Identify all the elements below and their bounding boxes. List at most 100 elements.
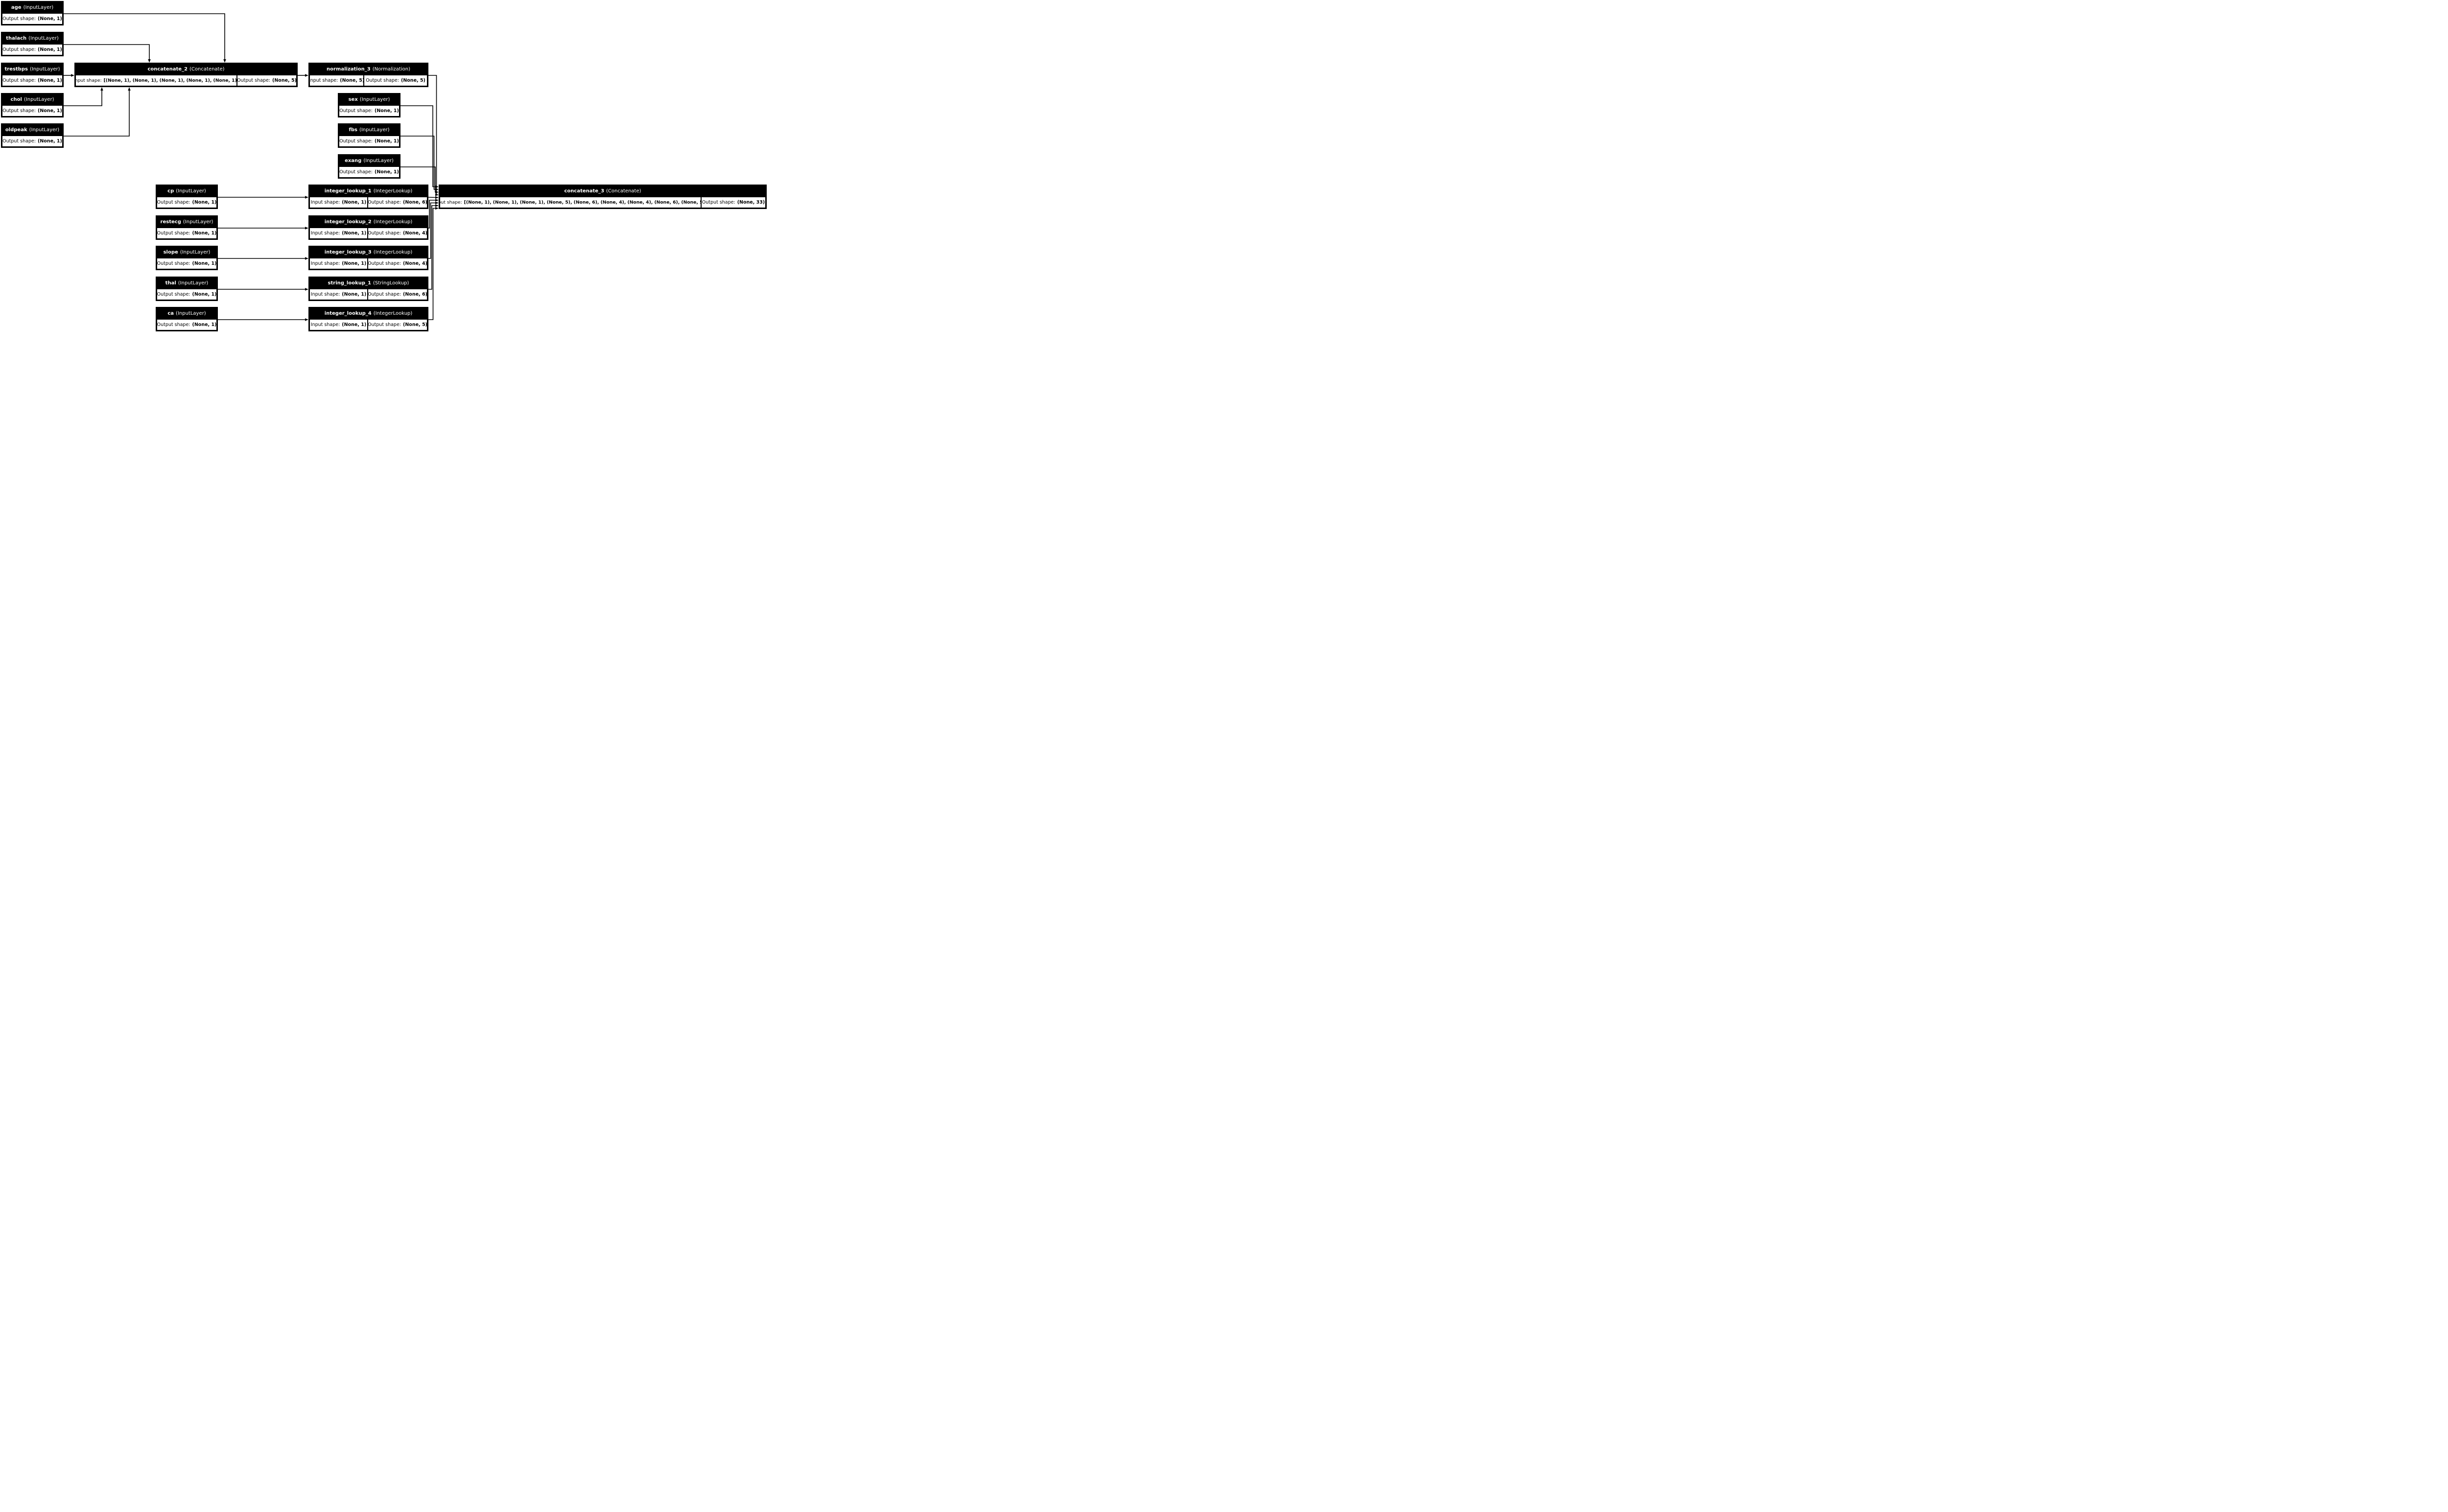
layer-normalization_3: normalization_3(Normalization) Input sha… xyxy=(308,63,428,87)
layer-title: sex(InputLayer) xyxy=(348,97,390,102)
layer-title: ca(InputLayer) xyxy=(167,311,206,316)
arrowhead-oldpeak-to-concatenate_2 xyxy=(128,87,131,91)
arrowhead-sex-to-concatenate_3 xyxy=(435,185,439,188)
arrowhead-fbs-to-concatenate_3 xyxy=(435,188,439,191)
output-shape-cell: Output shape:(None, 5) xyxy=(364,75,427,86)
layer-title: oldpeak(InputLayer) xyxy=(5,127,60,133)
edge-chol-to-concatenate_2 xyxy=(64,90,102,106)
edge-age-to-concatenate_2 xyxy=(64,13,225,60)
layer-trestbps: trestbps(InputLayer) Output shape:(None,… xyxy=(1,63,64,87)
output-shape-cell: Output shape:(None, 1) xyxy=(2,14,62,24)
layer-title: thalach(InputLayer) xyxy=(6,36,59,41)
layer-concatenate_3: concatenate_3(Concatenate) Input shape:[… xyxy=(439,185,767,209)
arrowhead-restecg-to-integer_lookup_2 xyxy=(305,227,308,230)
layer-title: concatenate_2(Concatenate) xyxy=(147,67,225,72)
arrowhead-slope-to-integer_lookup_3 xyxy=(305,257,308,260)
layer-title: fbs(InputLayer) xyxy=(349,127,390,133)
output-shape-cell: Output shape:(None, 4) xyxy=(368,258,427,269)
input-shape-cell: Input shape:[(None, 1), (None, 1), (None… xyxy=(76,75,236,86)
layer-title: integer_lookup_4(IntegerLookup) xyxy=(324,311,413,316)
output-shape-cell: Output shape:(None, 33) xyxy=(702,197,765,208)
layer-title: restecg(InputLayer) xyxy=(160,219,213,225)
layer-title: string_lookup_1(StringLookup) xyxy=(328,280,409,286)
layer-sex: sex(InputLayer) Output shape:(None, 1) xyxy=(338,93,400,117)
model-diagram: age(InputLayer) Output shape:(None, 1) t… xyxy=(0,0,768,333)
edge-thalach-to-concatenate_2 xyxy=(64,44,150,60)
layer-age: age(InputLayer) Output shape:(None, 1) xyxy=(1,1,64,25)
input-shape-cell: Input shape:[(None, 1), (None, 1), (None… xyxy=(440,197,701,208)
layer-exang: exang(InputLayer) Output shape:(None, 1) xyxy=(338,154,400,179)
edges-layer xyxy=(64,13,439,321)
arrowhead-concatenate_2-to-normalization_3 xyxy=(305,74,308,77)
output-shape-cell: Output shape:(None, 1) xyxy=(339,136,399,146)
output-shape-cell: Output shape:(None, 1) xyxy=(157,289,216,300)
layer-string_lookup_1: string_lookup_1(StringLookup) Input shap… xyxy=(308,277,428,301)
arrowhead-normalization_3-to-concatenate_3 xyxy=(435,193,439,196)
output-shape-cell: Output shape:(None, 6) xyxy=(368,197,427,208)
edge-integer_lookup_4-to-concatenate_3 xyxy=(428,208,436,320)
layer-title: thal(InputLayer) xyxy=(165,280,209,286)
layer-slope: slope(InputLayer) Output shape:(None, 1) xyxy=(156,246,218,270)
layer-oldpeak: oldpeak(InputLayer) Output shape:(None, … xyxy=(1,123,64,148)
layer-fbs: fbs(InputLayer) Output shape:(None, 1) xyxy=(338,123,400,148)
layer-thalach: thalach(InputLayer) Output shape:(None, … xyxy=(1,32,64,56)
input-shape-cell: Input shape:(None, 1) xyxy=(310,289,367,300)
layer-title: cp(InputLayer) xyxy=(167,188,206,194)
layer-title: integer_lookup_2(IntegerLookup) xyxy=(324,219,413,225)
output-shape-cell: Output shape:(None, 1) xyxy=(2,106,62,116)
layer-integer_lookup_2: integer_lookup_2(IntegerLookup) Input sh… xyxy=(308,215,428,240)
layer-title: concatenate_3(Concatenate) xyxy=(564,188,641,194)
arrowhead-chol-to-concatenate_2 xyxy=(100,87,103,91)
edge-integer_lookup_3-to-concatenate_3 xyxy=(428,202,436,259)
output-shape-cell: Output shape:(None, 5) xyxy=(368,320,427,330)
edge-fbs-to-concatenate_3 xyxy=(400,136,436,190)
arrowhead-thalach-to-concatenate_2 xyxy=(148,59,151,63)
layer-title: trestbps(InputLayer) xyxy=(4,67,60,72)
output-shape-cell: Output shape:(None, 1) xyxy=(157,258,216,269)
output-shape-cell: Output shape:(None, 1) xyxy=(2,45,62,55)
output-shape-cell: Output shape:(None, 1) xyxy=(157,228,216,238)
layer-thal: thal(InputLayer) Output shape:(None, 1) xyxy=(156,277,218,301)
layer-title: chol(InputLayer) xyxy=(10,97,54,102)
output-shape-cell: Output shape:(None, 1) xyxy=(339,167,399,177)
layer-integer_lookup_3: integer_lookup_3(IntegerLookup) Input sh… xyxy=(308,246,428,270)
layer-chol: chol(InputLayer) Output shape:(None, 1) xyxy=(1,93,64,117)
edge-integer_lookup_1-to-concatenate_3 xyxy=(428,197,436,198)
input-shape-cell: Input shape:(None, 1) xyxy=(310,258,367,269)
input-shape-cell: Input shape:(None, 1) xyxy=(310,228,367,238)
layer-concatenate_2: concatenate_2(Concatenate) Input shape:[… xyxy=(74,63,298,87)
edge-string_lookup_1-to-concatenate_3 xyxy=(428,205,436,290)
layer-ca: ca(InputLayer) Output shape:(None, 1) xyxy=(156,307,218,331)
input-shape-cell: Input shape:(None, 1) xyxy=(310,320,367,330)
edge-integer_lookup_2-to-concatenate_3 xyxy=(428,200,436,229)
layer-title: age(InputLayer) xyxy=(11,5,54,10)
output-shape-cell: Output shape:(None, 1) xyxy=(2,136,62,146)
arrowhead-trestbps-to-concatenate_2 xyxy=(71,74,74,77)
layer-title: slope(InputLayer) xyxy=(163,250,211,255)
arrowhead-ca-to-integer_lookup_4 xyxy=(305,318,308,321)
edge-oldpeak-to-concatenate_2 xyxy=(64,90,130,137)
arrowhead-integer_lookup_3-to-concatenate_3 xyxy=(435,201,439,205)
arrowhead-integer_lookup_2-to-concatenate_3 xyxy=(435,199,439,202)
arrowhead-string_lookup_1-to-concatenate_3 xyxy=(435,204,439,207)
layer-cp: cp(InputLayer) Output shape:(None, 1) xyxy=(156,185,218,209)
arrowhead-cp-to-integer_lookup_1 xyxy=(305,196,308,199)
input-shape-cell: Input shape:(None, 5) xyxy=(310,75,363,86)
arrowhead-age-to-concatenate_2 xyxy=(223,59,226,63)
output-shape-cell: Output shape:(None, 6) xyxy=(368,289,427,300)
arrowhead-thal-to-string_lookup_1 xyxy=(305,288,308,291)
output-shape-cell: Output shape:(None, 5) xyxy=(237,75,296,86)
layer-title: normalization_3(Normalization) xyxy=(327,67,410,72)
arrowhead-integer_lookup_4-to-concatenate_3 xyxy=(435,207,439,210)
output-shape-cell: Output shape:(None, 1) xyxy=(2,75,62,86)
output-shape-cell: Output shape:(None, 1) xyxy=(339,106,399,116)
arrowhead-integer_lookup_1-to-concatenate_3 xyxy=(435,196,439,199)
layer-integer_lookup_4: integer_lookup_4(IntegerLookup) Input sh… xyxy=(308,307,428,331)
arrowhead-exang-to-concatenate_3 xyxy=(435,190,439,194)
layer-title: integer_lookup_3(IntegerLookup) xyxy=(324,250,413,255)
output-shape-cell: Output shape:(None, 1) xyxy=(157,320,216,330)
layer-restecg: restecg(InputLayer) Output shape:(None, … xyxy=(156,215,218,240)
output-shape-cell: Output shape:(None, 4) xyxy=(368,228,427,238)
layer-integer_lookup_1: integer_lookup_1(IntegerLookup) Input sh… xyxy=(308,185,428,209)
input-shape-cell: Input shape:(None, 1) xyxy=(310,197,367,208)
